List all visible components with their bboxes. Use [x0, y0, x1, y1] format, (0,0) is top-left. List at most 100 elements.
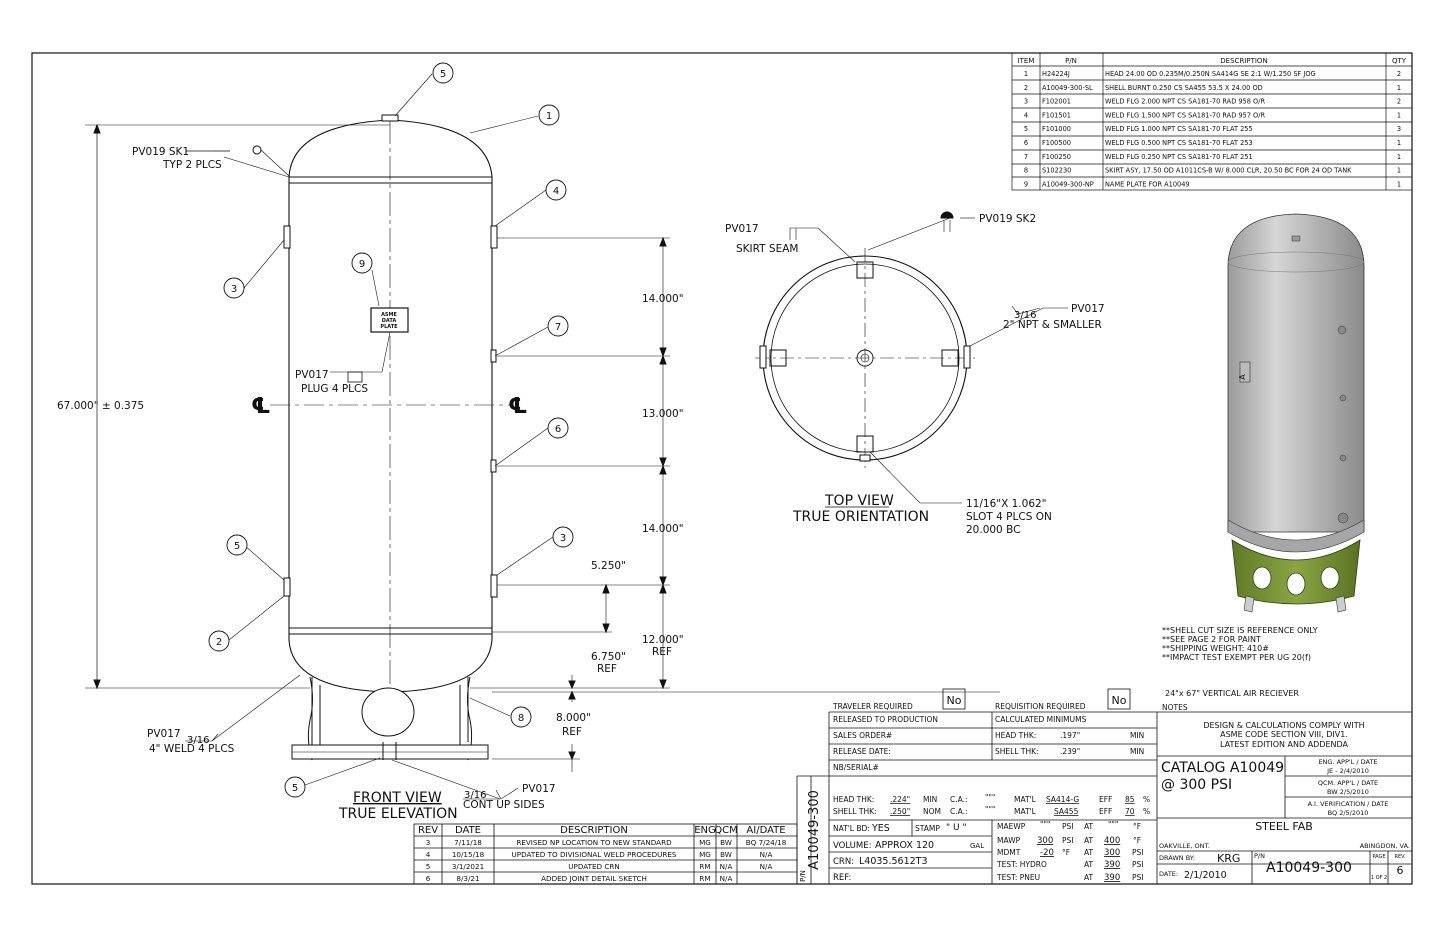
calc-head-min: MIN [1130, 731, 1144, 740]
bom-cell: 4 [1024, 111, 1028, 119]
title-block [413, 688, 1412, 885]
rev-cell: 10/15/18 [452, 850, 485, 859]
balloon-b5c: 5 [292, 783, 298, 794]
pn-value: A10049-300 [1266, 860, 1352, 876]
catalog-number: CATALOG A10049 [1161, 760, 1284, 776]
design-line-3: LATEST EDITION AND ADDENDA [1220, 740, 1349, 749]
head-eff-value: 85 [1125, 795, 1135, 804]
head-ca-label: C.A.: [950, 795, 968, 804]
typ-2-plcs-label: TYP 2 PLCS [162, 159, 222, 171]
shell-thk-value: .250" [890, 807, 910, 816]
front-view [85, 73, 1000, 800]
pv019-sk2-label: PV019 SK2 [979, 213, 1036, 225]
pv017-weld-label: PV017 [147, 728, 181, 740]
rev-header: AI/DATE [746, 825, 785, 836]
shell-nom: NOM [923, 807, 941, 816]
weld-4-plcs-label: 4" WELD 4 PLCS [149, 743, 235, 755]
rev-header: REV [418, 825, 438, 836]
top-view [755, 211, 1068, 508]
isometric-tank [1227, 213, 1365, 613]
bom-table [1011, 52, 1413, 191]
bom-cell: WELD FLG 1.000 NPT CS SA181-70 FLAT 255 [1105, 125, 1253, 133]
rev-cell: BQ 7/24/18 [746, 838, 787, 847]
bom-cell: S102230 [1042, 167, 1071, 175]
balloon-b2: 2 [216, 637, 222, 648]
dim-5250: 5.250" [591, 560, 626, 572]
rev-cell: ADDED JOINT DETAIL SKETCH [541, 874, 647, 883]
mdmt-psi: PSI [1132, 848, 1144, 857]
shell-matl-label: MAT'L [1014, 807, 1037, 816]
notes-label: NOTES [1162, 703, 1188, 712]
rev-cell: 8/3/21 [456, 874, 479, 883]
balloon-b9: 9 [359, 259, 365, 270]
page-value: 1 OF 2 [1371, 875, 1387, 881]
bom-cell: 2 [1397, 70, 1401, 78]
head-eff-label: EFF [1099, 795, 1112, 804]
sales-order-label: SALES ORDER# [833, 731, 892, 740]
stamp-label: STAMP [915, 824, 940, 833]
bom-cell: 2 [1397, 98, 1401, 106]
rev-cell: BW [720, 850, 732, 859]
design-line-2: ASME CODE SECTION VIII, DIV1. [1220, 730, 1348, 739]
mdmt-value: -20 [1040, 848, 1054, 858]
maewp-deg: °F [1133, 822, 1141, 831]
test-hydro-value: 390 [1104, 860, 1120, 870]
shell-eff-label: EFF [1099, 807, 1112, 816]
test-pneu-psi: PSI [1132, 873, 1144, 882]
ref-label: REF: [833, 873, 851, 883]
overall-height-dim: 67.000" ± 0.375 [57, 400, 144, 412]
rev-cell: MG [699, 850, 711, 859]
abingdon: ABINGDON, VA. [1360, 842, 1410, 850]
dim-12: 12.000" [642, 634, 684, 646]
mdmt-at: AT [1084, 848, 1094, 857]
dim-14-lower: 14.000" [642, 523, 684, 535]
bom-cell: 8 [1024, 167, 1028, 175]
balloon-b7: 7 [555, 322, 561, 333]
bom-cell: SHELL BURNT 0.250 CS SA455 53.5 X 24.00 … [1105, 84, 1263, 92]
bom-cell: 1 [1397, 153, 1401, 161]
bom-cell: 3 [1024, 98, 1028, 106]
bom-header: QTY [1392, 57, 1407, 65]
bom-cell: WELD FLG 0.500 NPT CS SA181-70 FLAT 253 [1105, 139, 1253, 147]
bom-cell: 1 [1397, 167, 1401, 175]
dim-12-ref: REF [652, 646, 672, 658]
slot-line-1: 11/16"X 1.062" [966, 498, 1047, 510]
dim-14-top: 14.000" [642, 293, 684, 305]
pv019-sk1-label: PV019 SK1 [132, 146, 189, 158]
slot-line-2: SLOT 4 PLCS ON [966, 511, 1052, 523]
released-production-label: RELEASED TO PRODUCTION [833, 715, 938, 724]
mawp-psi: PSI [1062, 836, 1074, 845]
maewp-psi: PSI [1062, 822, 1074, 831]
plate-line-3: PLATE [380, 324, 398, 330]
natl-bd-value: YES [871, 823, 890, 834]
cont-weld-size: 3/16 [464, 790, 486, 801]
eng-appl-value: JE - 2/4/2010 [1326, 767, 1369, 775]
rev-cell: 6 [426, 874, 431, 883]
shell-matl-value: SA455 [1054, 807, 1079, 816]
iso-name-plate: A [1238, 374, 1247, 380]
bom-cell: F102001 [1042, 98, 1071, 106]
rev-header: ENG [694, 825, 716, 836]
maewp-value: """ [1040, 820, 1050, 829]
volume-value: APPROX 120 [875, 840, 934, 851]
drawn-by-label: DRAWN BY: [1159, 854, 1195, 862]
volume-label: VOLUME: [833, 841, 871, 851]
rev-cell: N/A [760, 862, 773, 871]
head-thk-min: MIN [923, 795, 937, 804]
test-pneu-value: 390 [1104, 873, 1120, 883]
front-view-title: FRONT VIEW [353, 790, 442, 806]
qcm-appl-label: QCM. APP'L / DATE [1318, 779, 1378, 787]
cont-up-sides-label: CONT UP SIDES [463, 799, 545, 811]
bom-cell: HEAD 24.00 OD 0.235M/0.250N SA414G SE 2:… [1105, 70, 1316, 78]
bom-cell: WELD FLG 0.250 NPT CS SA181-70 FLAT 251 [1105, 153, 1253, 161]
rev-cell: RM [699, 874, 710, 883]
catalog-pressure: @ 300 PSI [1161, 777, 1232, 793]
calc-shell-thk-value: .239" [1060, 747, 1080, 756]
note-line: **SEE PAGE 2 FOR PAINT [1162, 635, 1261, 644]
slot-line-3: 20.000 BC [966, 524, 1020, 536]
traveler-required-value: No [947, 694, 962, 707]
rev-cell: UPDATED TO DIVISIONAL WELD PROCEDURES [512, 850, 677, 859]
bom-cell: A10049-300-NP [1042, 180, 1094, 188]
bom-cell: F100250 [1042, 153, 1071, 161]
